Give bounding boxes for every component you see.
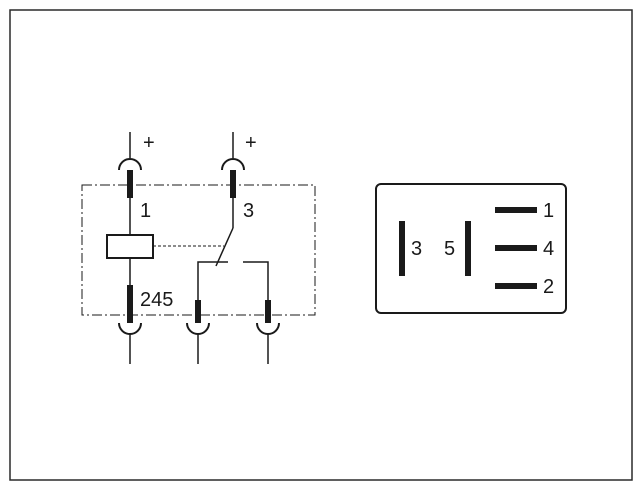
- pin-3-label: 3: [411, 238, 422, 260]
- output-right-socket-icon: [256, 322, 280, 335]
- relay-schematic: [81, 132, 316, 364]
- terminal-3-label: 3: [243, 200, 254, 222]
- switch-contact-left: [197, 261, 228, 300]
- terminal-245-label: 245: [140, 289, 173, 311]
- switch-positive-label: +: [245, 132, 257, 154]
- pin-layout-view: [375, 183, 567, 314]
- pin-1-label: 1: [543, 200, 554, 222]
- pin-1-blade: [495, 207, 537, 213]
- switch-contact-blade: [215, 227, 234, 267]
- relay-coil: [106, 234, 154, 259]
- pin-2-blade: [495, 283, 537, 289]
- terminal-1-label: 1: [140, 200, 151, 222]
- terminal-1-socket-icon: [118, 158, 142, 171]
- pin-4-label: 4: [543, 238, 554, 260]
- pin-3-blade: [399, 221, 405, 276]
- terminal-245-socket-icon: [118, 322, 142, 335]
- coil-positive-label: +: [143, 132, 155, 154]
- pin-5-label: 5: [444, 238, 455, 260]
- terminal-3-socket-icon: [221, 158, 245, 171]
- pin-5-blade: [465, 221, 471, 276]
- pin-2-label: 2: [543, 276, 554, 298]
- output-left-socket-icon: [186, 322, 210, 335]
- relay-housing-outline: [81, 184, 316, 316]
- outer-frame: [9, 9, 633, 481]
- pin-4-blade: [495, 245, 537, 251]
- switch-contact-right: [243, 261, 269, 300]
- pin-layout-outline: [375, 183, 567, 314]
